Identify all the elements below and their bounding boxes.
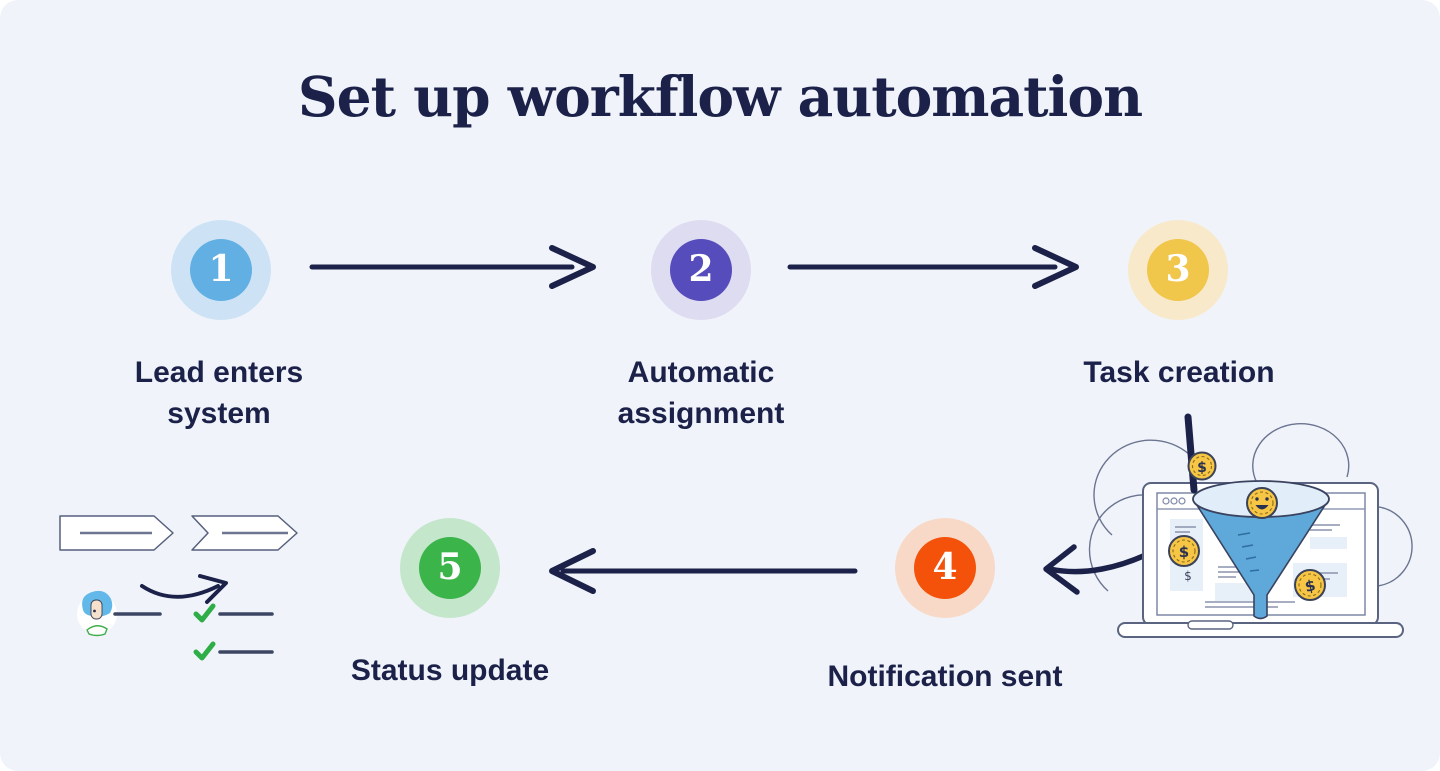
dollar-coin-icon: $: [1294, 569, 1326, 601]
checkmark-icon: [193, 603, 216, 623]
svg-text:$: $: [1197, 460, 1207, 476]
svg-text:$: $: [1184, 569, 1192, 583]
step-3-badge: 3: [1128, 220, 1228, 320]
chevron-banner-icon: [59, 515, 174, 551]
step-4-number: 4: [914, 537, 976, 599]
arrow-step2-to-step3-icon: [787, 245, 1079, 289]
curved-arrow-icon: [140, 574, 228, 604]
dollar-coin-icon: $: [1187, 451, 1217, 481]
step-2-number: 2: [670, 239, 732, 301]
arrow-step4-to-step5-icon: [549, 548, 858, 594]
laptop-base-icon: [1117, 620, 1404, 638]
chevron-banner-icon: [191, 515, 298, 551]
step-1-label: Lead enters system: [134, 356, 304, 430]
dollar-coin-icon: $ $: [1168, 535, 1200, 583]
step-1-badge: 1: [171, 220, 271, 320]
smiley-coin-icon: [1246, 487, 1278, 519]
stick-line-icon: [1184, 413, 1198, 494]
step-4-badge: 4: [895, 518, 995, 618]
step-1-number: 1: [190, 239, 252, 301]
step-3-number: 3: [1147, 239, 1209, 301]
step-4-label: Notification sent: [827, 660, 1063, 693]
step-5-number: 5: [419, 537, 481, 599]
step-5-label: Status update: [350, 654, 550, 687]
funnel-laptop-illustration: $ $ $ $: [1043, 413, 1413, 638]
step-2-badge: 2: [651, 220, 751, 320]
avatar: [77, 590, 117, 637]
step-3-label: Task creation: [1083, 356, 1275, 389]
checkmark-icon: [193, 641, 216, 661]
arrow-step1-to-step2-icon: [309, 245, 596, 289]
svg-text:$: $: [1303, 576, 1317, 596]
svg-text:$: $: [1179, 543, 1189, 561]
workflow-checklist-illustration: [59, 515, 298, 661]
step-5-badge: 5: [400, 518, 500, 618]
step-2-label: Automatic assignment: [617, 356, 785, 430]
page-title: Set up workflow automation: [297, 64, 1143, 129]
